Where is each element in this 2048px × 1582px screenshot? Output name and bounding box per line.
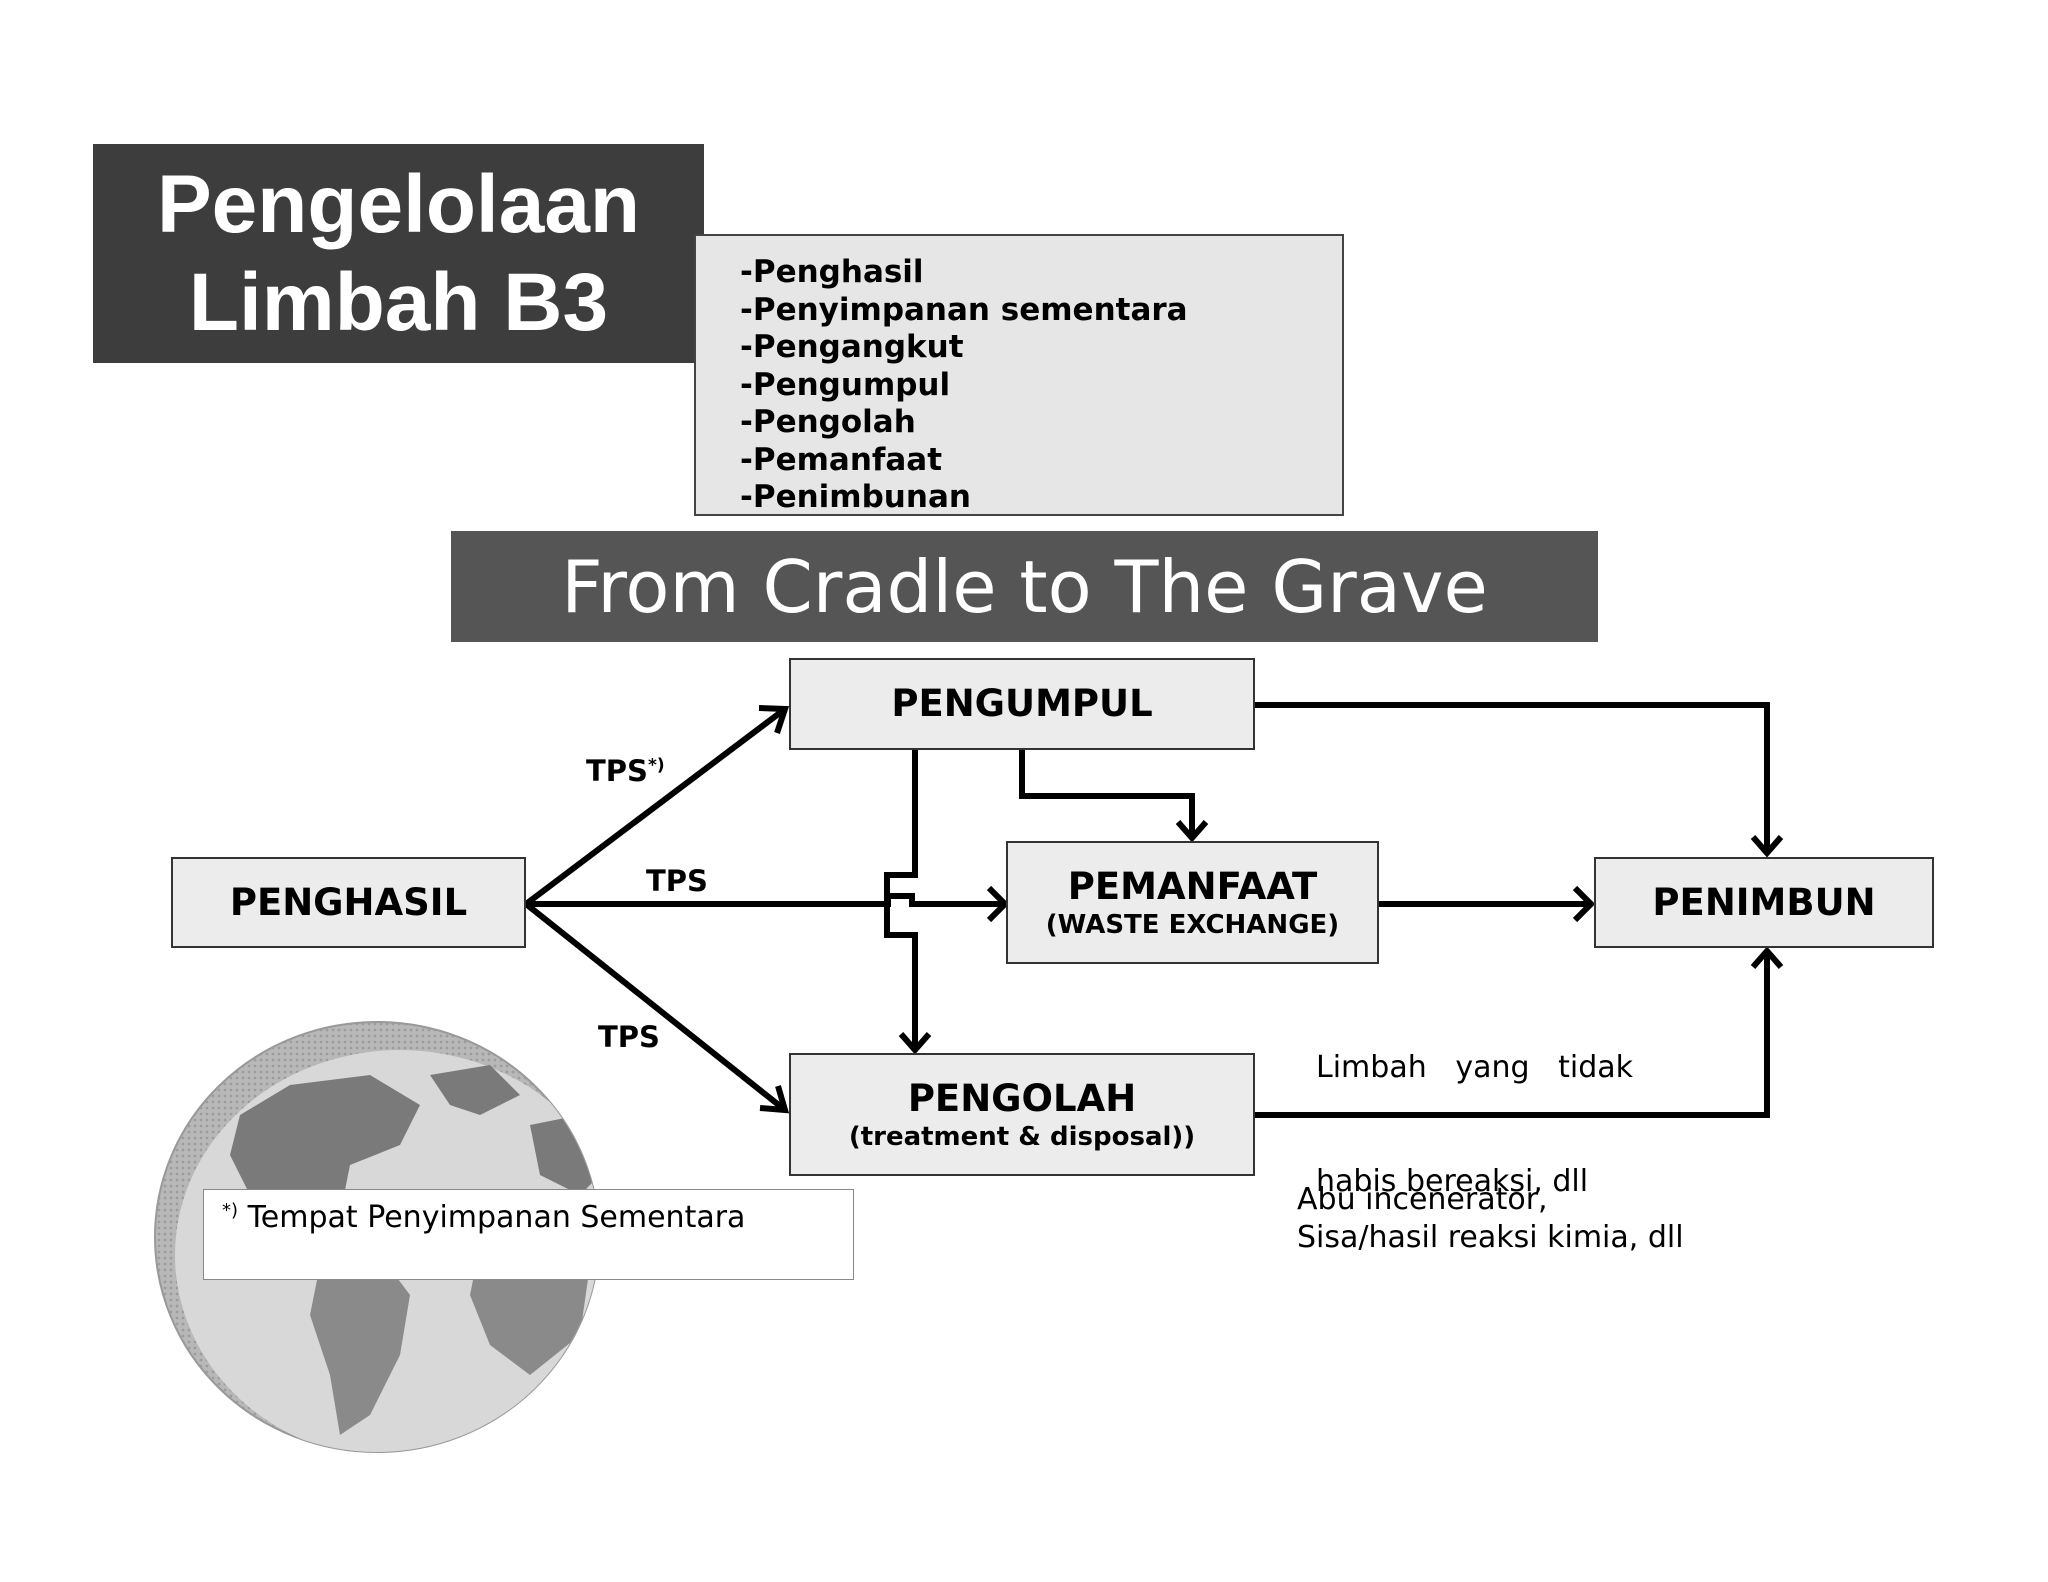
footnote-mark: *)	[222, 1200, 239, 1221]
footnote-mark: *)	[647, 755, 665, 776]
role-item: -Pengangkut	[740, 329, 964, 365]
arrowhead	[758, 705, 790, 734]
arrow-penghasil-pengolah	[524, 901, 787, 1113]
node-pengolah: PENGOLAH (treatment & disposal))	[789, 1053, 1255, 1176]
arrow-penghasil-pengumpul	[524, 706, 787, 907]
role-item: -Penghasil	[740, 254, 924, 290]
node-penghasil: PENGHASIL	[171, 857, 526, 948]
title-box: Pengelolaan Limbah B3	[93, 144, 704, 363]
node-pengumpul: PENGUMPUL	[789, 658, 1255, 750]
arrowhead	[1175, 820, 1209, 843]
node-penimbun: PENIMBUN	[1594, 857, 1934, 948]
node-pemanfaat: PEMANFAAT (WASTE EXCHANGE)	[1006, 841, 1379, 964]
role-item: -Penyimpanan sementara	[740, 291, 1188, 328]
node-label: PEMANFAAT	[1067, 864, 1318, 908]
arrow-pengumpul-pengolah	[884, 750, 918, 1050]
role-item: -Pemanfaat	[740, 441, 943, 478]
node-label: PENGOLAH	[907, 1076, 1137, 1120]
note-pemanfaat: Limbah yang tidak habis bereaksi, dll	[1316, 973, 1633, 1239]
arrowhead	[1750, 946, 1784, 969]
role-item: -Pengolah	[740, 404, 916, 440]
note-line: Abu incenerator,	[1297, 1182, 1548, 1217]
arrowhead	[898, 1032, 932, 1055]
footnote-box: *) Tempat Penyimpanan Sementara	[203, 1189, 854, 1280]
roles-list-box: -Penghasil -Penyimpanan sementara -Penga…	[694, 234, 1344, 516]
node-label: PENGHASIL	[229, 880, 468, 924]
arrowhead	[986, 885, 1010, 923]
arrowhead	[1572, 885, 1596, 923]
title-line-1: Pengelolaan	[156, 158, 641, 250]
edge-label-tps-star: TPS*)	[586, 754, 665, 788]
arrowhead	[759, 1085, 790, 1114]
note-line: Sisa/hasil reaksi kimia, dll	[1297, 1220, 1684, 1255]
arrow-penghasil-pemanfaat	[526, 893, 1005, 907]
arrow-pengolah-penimbun	[1255, 951, 1770, 1118]
edge-label-tps-middle: TPS	[646, 864, 708, 898]
node-sublabel: (treatment & disposal))	[848, 1121, 1196, 1152]
roles-list: -Penghasil -Penyimpanan sementara -Penga…	[740, 254, 1342, 517]
title-line-2: Limbah B3	[188, 256, 609, 348]
note-line: habis bereaksi, dll	[1316, 1164, 1589, 1199]
node-label: PENGUMPUL	[891, 682, 1153, 725]
node-label: PENIMBUN	[1652, 880, 1876, 924]
arrowhead	[1750, 835, 1784, 858]
note-pengolah: Abu incenerator, Sisa/hasil reaksi kimia…	[1297, 1181, 1684, 1257]
footnote-text: Tempat Penyimpanan Sementara	[238, 1200, 746, 1235]
role-item: -Penimbunan	[740, 479, 971, 515]
role-item: -Pengumpul	[740, 366, 951, 403]
arrow-pengumpul-pemanfaat	[1019, 750, 1195, 838]
node-sublabel: (WASTE EXCHANGE)	[1045, 909, 1340, 940]
arrow-pengumpul-penimbun	[1255, 702, 1770, 853]
note-line: Limbah yang tidak	[1316, 1050, 1634, 1085]
edge-label-tps-lower: TPS	[598, 1020, 660, 1054]
cradle-to-grave-banner: From Cradle to The Grave	[451, 531, 1598, 642]
